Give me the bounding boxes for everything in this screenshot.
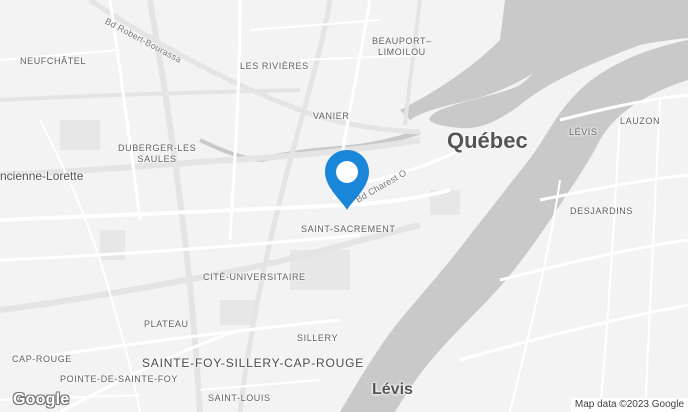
map-label-levis-small: LÉVIS: [569, 127, 598, 137]
map-label-sainte-foy-sillery-cap-rouge: SAINTE-FOY-SILLERY-CAP-ROUGE: [142, 356, 365, 370]
map-label-saint-sacrement: SAINT-SACREMENT: [301, 224, 396, 234]
map-label-cite-universitaire: CITÉ-UNIVERSITAIRE: [203, 272, 306, 282]
map-label-vanier: VANIER: [313, 111, 350, 121]
map-label-les-rivieres: LES RIVIÈRES: [240, 61, 309, 71]
map-label-plateau: PLATEAU: [144, 319, 189, 329]
map-label-levis-big: Lévis: [372, 381, 413, 398]
map-label-ancienne-lorette: ncienne-Lorette: [0, 169, 84, 183]
map-label-lauzon: LAUZON: [620, 116, 661, 126]
map-label-desjardins: DESJARDINS: [570, 206, 634, 216]
map-label-sillery: SILLERY: [297, 333, 339, 343]
map-label-neufchatel: NEUFCHÂTEL: [20, 56, 87, 66]
map-attribution[interactable]: Map data ©2023 Google: [570, 398, 688, 412]
map-label-duberger-les-saules: DUBERGER-LES SAULES: [118, 143, 197, 164]
map-label-beauport-limoilou: BEAUPORT– LIMOILOU: [372, 36, 432, 57]
map-label-cap-rouge: CAP-ROUGE: [12, 354, 72, 364]
map-label-pointe-de-sainte-foy: POINTE-DE-SAINTE-FOY: [60, 374, 179, 384]
map-label-saint-louis: SAINT-LOUIS: [208, 393, 271, 403]
google-logo[interactable]: Google: [13, 391, 70, 408]
map-label-quebec: Québec: [447, 128, 528, 153]
location-pin-icon[interactable]: [323, 148, 371, 212]
